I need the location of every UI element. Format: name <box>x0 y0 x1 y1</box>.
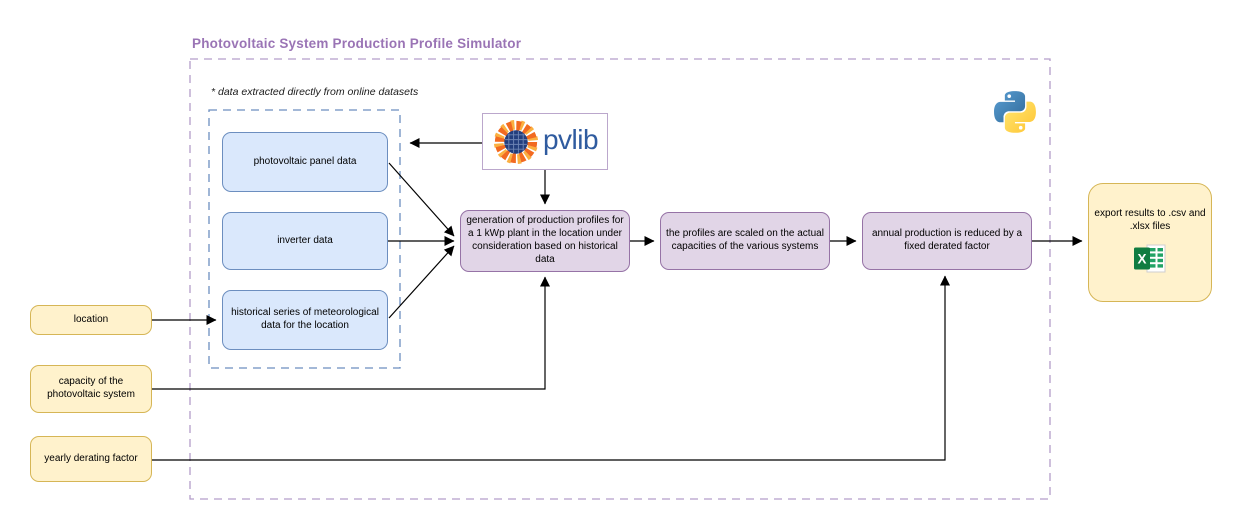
node-label: location <box>73 313 109 325</box>
node-photovoltaic-panel-data: photovoltaic panel data <box>222 132 388 192</box>
excel-icon: X <box>1132 243 1168 274</box>
node-label: generation of production profiles for a … <box>466 215 624 265</box>
node-generation-profiles: generation of production profiles for a … <box>460 210 630 272</box>
node-label: the profiles are scaled on the actual ca… <box>666 228 824 252</box>
svg-text:X: X <box>1137 251 1146 266</box>
node-input-location: location <box>30 305 152 335</box>
page-title: Photovoltaic System Production Profile S… <box>192 36 522 51</box>
node-input-derating-factor: yearly derating factor <box>30 436 152 482</box>
node-profiles-scaling: the profiles are scaled on the actual ca… <box>660 212 830 270</box>
edge-capacity-to-generation <box>152 276 550 390</box>
node-label: historical series of meteorological data… <box>231 307 379 331</box>
edge-derating-factor-to-derate <box>152 275 950 461</box>
node-label: annual production is reduced by a fixed … <box>871 228 1023 252</box>
node-label: capacity of the photovoltaic system <box>47 376 135 400</box>
node-inverter-data: inverter data <box>222 212 388 270</box>
python-logo-icon <box>994 91 1036 138</box>
edge-panel-data-to-generation <box>388 162 455 237</box>
node-derated-production: annual production is reduced by a fixed … <box>862 212 1032 270</box>
node-label: inverter data <box>277 234 333 246</box>
node-label: export results to .csv and .xlsx files <box>1094 208 1206 232</box>
datasets-note: * data extracted directly from online da… <box>211 86 419 98</box>
node-export-results: export results to .csv and .xlsx files X <box>1088 183 1212 302</box>
node-input-capacity: capacity of the photovoltaic system <box>30 365 152 413</box>
simulator-boundary-frame <box>189 58 1051 500</box>
sun-solar-panel-icon <box>492 118 540 166</box>
node-label: yearly derating factor <box>44 452 138 464</box>
node-label: photovoltaic panel data <box>253 155 357 167</box>
edge-meteo-data-to-generation <box>388 245 455 319</box>
pvlib-wordmark: pvlib <box>542 123 599 155</box>
node-meteorological-data: historical series of meteorological data… <box>222 290 388 350</box>
pvlib-logo-box: pvlib <box>482 113 608 170</box>
